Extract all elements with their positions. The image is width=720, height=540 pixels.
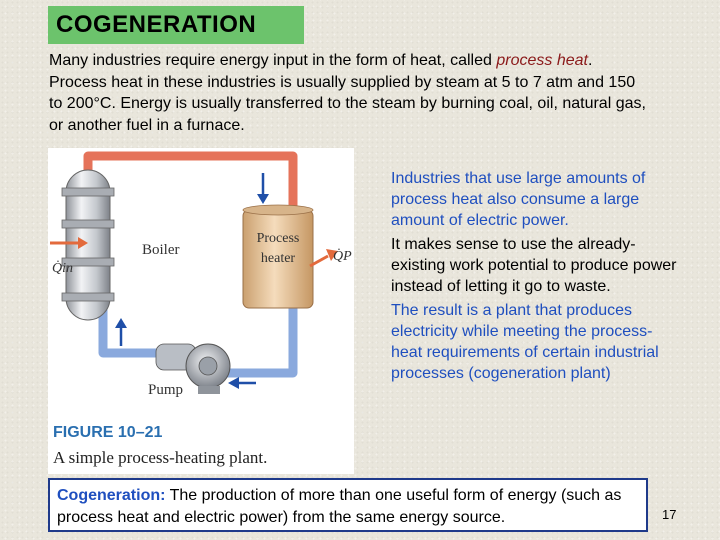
intro-paragraph: Many industries require energy input in … <box>49 50 649 136</box>
process-heater <box>242 204 314 309</box>
flow-arrow-left <box>115 318 127 346</box>
q-p-label: Q̇P <box>333 248 352 264</box>
figure-caption: A simple process-heating plant. <box>53 448 268 467</box>
title-box: COGENERATION <box>48 6 304 44</box>
q-p-arrow <box>309 249 338 268</box>
plant-diagram: Boiler Process heater Pump Q̇in Q̇P <box>50 151 352 398</box>
page-number: 17 <box>662 507 677 522</box>
right-para-2: It makes sense to use the already-existi… <box>391 236 677 295</box>
boiler-label: Boiler <box>142 242 180 258</box>
definition-lead: Cogeneration: <box>57 487 166 504</box>
pump <box>155 343 231 394</box>
boiler <box>61 169 115 321</box>
pump-to-boiler-pipe <box>98 308 158 358</box>
figure-number: FIGURE 10–21 <box>53 424 163 441</box>
return-water-pipe <box>203 308 298 378</box>
definition-text: The production of more than one useful f… <box>57 487 622 526</box>
pump-label: Pump <box>148 382 183 398</box>
definition-box: Cogeneration: The production of more tha… <box>48 478 648 532</box>
right-para-3: The result is a plant that produces elec… <box>391 302 659 382</box>
heater-label-line1: Process <box>257 231 300 246</box>
heater-label-line2: heater <box>261 251 296 266</box>
hot-steam-pipe <box>83 151 298 210</box>
intro-term: process heat <box>496 52 588 69</box>
right-column-text: Industries that use large amounts of pro… <box>391 168 681 387</box>
intro-part2: . Process heat in these industries is us… <box>49 52 646 134</box>
slide-title: COGENERATION <box>56 11 257 38</box>
flow-arrow-top <box>257 173 269 204</box>
q-in-label: Q̇in <box>52 260 73 276</box>
q-in-arrow <box>50 237 88 249</box>
flow-arrow-bottom <box>228 377 256 389</box>
process-heating-figure: Boiler Process heater Pump Q̇in Q̇P FIGU… <box>48 148 354 474</box>
right-para-1: Industries that use large amounts of pro… <box>391 170 646 229</box>
intro-part1: Many industries require energy input in … <box>49 52 497 69</box>
